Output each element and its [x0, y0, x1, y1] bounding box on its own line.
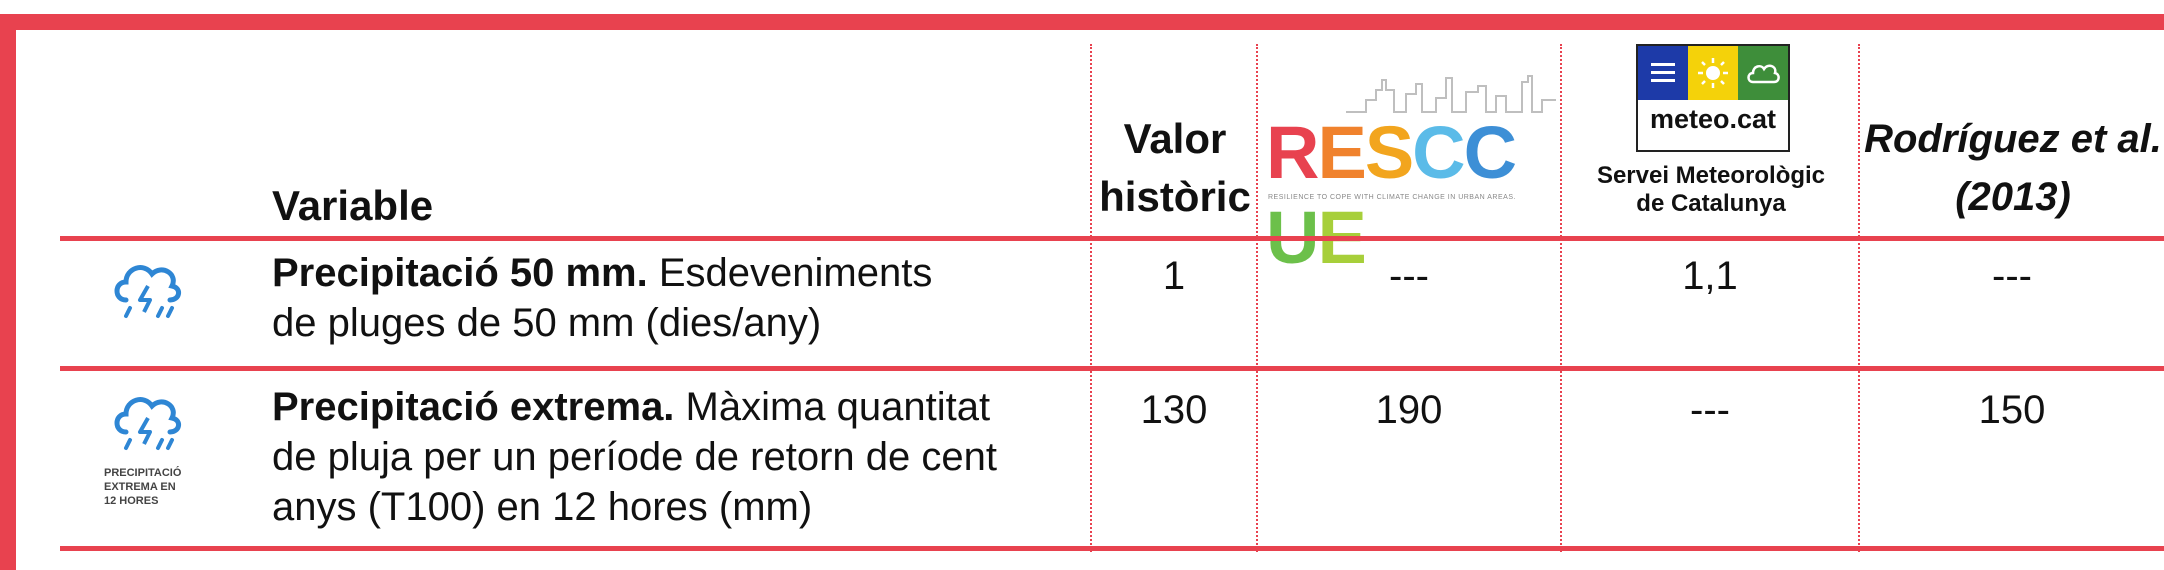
column-divider — [1090, 44, 1092, 552]
cell-meteocat: --- — [1690, 388, 1730, 432]
header-rodriguez-line2: (2013) — [1955, 175, 2071, 219]
cell-rodriguez: --- — [1992, 254, 2032, 298]
menu-lines-icon — [1638, 46, 1688, 100]
variable-desc-line1: Màxima quantitat — [674, 385, 991, 429]
variable-title: Precipitació 50 mm. — [272, 251, 648, 295]
frame-top-border — [0, 14, 2164, 30]
variable-description: Precipitació 50 mm. Esdeveniments de plu… — [272, 248, 1092, 348]
cell-rodriguez: 150 — [1978, 388, 2046, 432]
city-skyline-graphic — [1346, 75, 1556, 113]
cell-historic: 1 — [1162, 254, 1186, 298]
icon-caption-line3: 12 HORES — [104, 495, 159, 507]
rain-storm-icon — [114, 265, 181, 318]
cloud-icon — [1738, 46, 1788, 100]
header-historic-line2: històric — [1099, 173, 1251, 220]
cell-resccue: --- — [1389, 254, 1429, 298]
header-rodriguez-line1: Rodríguez et al. — [1864, 117, 2162, 161]
variable-desc-line3: anys (T100) en 12 hores (mm) — [272, 485, 813, 529]
icon-caption-line2: EXTREMA EN — [104, 481, 176, 493]
resccue-logo: RESCCUE RESILIENCE TO COPE WITH CLIMATE … — [1266, 70, 1556, 279]
variable-title: Precipitació extrema. — [272, 385, 675, 429]
cell-meteocat: 1,1 — [1682, 254, 1738, 298]
variable-desc-line2: de pluges de 50 mm (dies/any) — [272, 301, 822, 345]
variable-desc-line2: de pluja per un període de retorn de cen… — [272, 435, 997, 479]
sun-icon — [1688, 46, 1738, 100]
variable-description: Precipitació extrema. Màxima quantitat d… — [272, 382, 1092, 532]
resccue-tagline: RESILIENCE TO COPE WITH CLIMATE CHANGE I… — [1268, 194, 1516, 201]
column-divider — [1256, 44, 1258, 552]
icon-caption: PRECIPITACIÓ EXTREMA EN 12 HORES — [104, 466, 204, 508]
frame-left-border — [0, 14, 16, 570]
header-historic: Valor històric — [1090, 110, 1260, 226]
icon-caption-line1: PRECIPITACIÓ — [104, 467, 182, 479]
cell-resccue: 190 — [1375, 388, 1443, 432]
header-historic-line1: Valor — [1123, 115, 1227, 162]
row-divider — [60, 366, 2164, 371]
cell-historic: 130 — [1140, 388, 1208, 432]
meteocat-logo: meteo.cat — [1636, 44, 1790, 152]
meteocat-caption-line2: de Catalunya — [1636, 190, 1786, 217]
meteocat-caption-line1: Servei Meteorològic — [1596, 162, 1826, 189]
table-bottom-border — [60, 546, 2164, 551]
meteocat-caption: Servei Meteorològic de Catalunya — [1570, 162, 1852, 218]
column-divider — [1560, 44, 1562, 552]
header-variable: Variable — [272, 182, 434, 229]
column-divider — [1858, 44, 1860, 552]
meteocat-wordmark: meteo.cat — [1649, 104, 1777, 134]
header-rodriguez: Rodríguez et al. (2013) — [1862, 110, 2164, 226]
variable-desc-line1: Esdeveniments — [647, 251, 933, 295]
rain-storm-icon — [114, 397, 181, 450]
header-divider — [60, 236, 2164, 241]
